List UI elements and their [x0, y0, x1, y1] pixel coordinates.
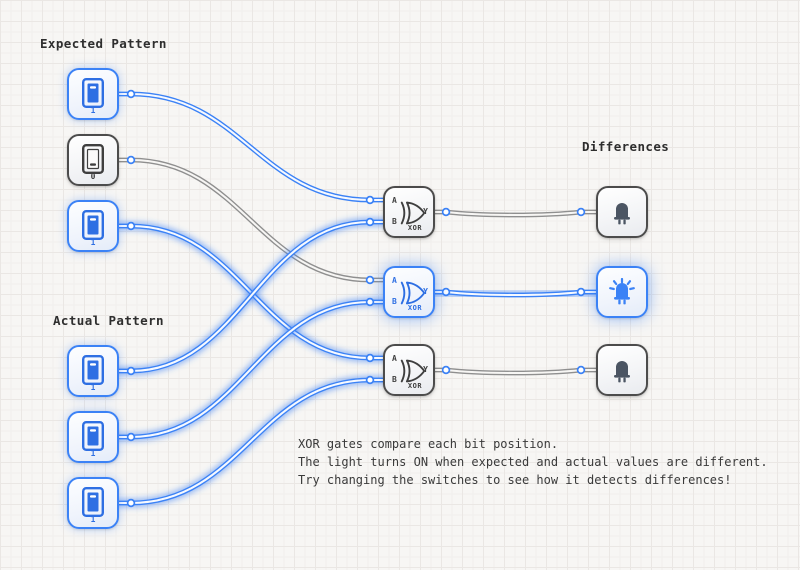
switch-expected-2[interactable]: 0 — [67, 134, 119, 186]
wire[interactable] — [114, 217, 388, 376]
xor-gate-icon — [400, 359, 426, 383]
xor-gate-3[interactable]: A B Y XOR — [383, 344, 435, 396]
wire[interactable] — [116, 219, 386, 374]
wire[interactable] — [432, 367, 599, 376]
wire[interactable] — [433, 210, 598, 217]
led-icon — [614, 361, 630, 383]
toggle-switch-icon — [82, 144, 104, 174]
led-difference-3[interactable] — [596, 344, 648, 396]
wire[interactable] — [116, 91, 386, 203]
gate-type-label: XOR — [407, 224, 423, 232]
switch-value: 0 — [90, 172, 96, 181]
port[interactable] — [365, 195, 375, 205]
switch-actual-3[interactable]: 1 — [67, 477, 119, 529]
switch-value: 1 — [90, 238, 96, 247]
gate-type-label: XOR — [407, 382, 423, 390]
gate-type-label: XOR — [407, 304, 423, 312]
wire[interactable] — [430, 287, 601, 300]
port[interactable] — [365, 217, 375, 227]
wire[interactable] — [116, 157, 386, 283]
wire[interactable] — [117, 92, 385, 202]
switch-expected-3[interactable]: 1 — [67, 200, 119, 252]
port[interactable] — [441, 365, 451, 375]
gate-input-b-label: B — [392, 217, 397, 226]
switch-value: 1 — [90, 449, 96, 458]
gate-input-a-label: A — [392, 354, 397, 363]
port[interactable] — [126, 366, 136, 376]
xor-gate-icon — [400, 281, 426, 305]
toggle-switch-icon — [82, 78, 104, 108]
wire[interactable] — [432, 289, 599, 298]
wire[interactable] — [116, 223, 386, 361]
port[interactable] — [441, 207, 451, 217]
switch-actual-1[interactable]: 1 — [67, 345, 119, 397]
gate-input-a-label: A — [392, 276, 397, 285]
gate-input-b-label: B — [392, 375, 397, 384]
toggle-switch-icon — [82, 210, 104, 240]
port[interactable] — [441, 287, 451, 297]
port[interactable] — [126, 155, 136, 165]
switch-value: 1 — [90, 106, 96, 115]
led-difference-1[interactable] — [596, 186, 648, 238]
led-difference-2[interactable] — [596, 266, 648, 318]
port[interactable] — [126, 432, 136, 442]
port[interactable] — [365, 353, 375, 363]
wire[interactable] — [117, 158, 385, 282]
switch-value: 1 — [90, 383, 96, 392]
gate-input-a-label: A — [392, 196, 397, 205]
port[interactable] — [365, 297, 375, 307]
port[interactable] — [576, 365, 586, 375]
wire[interactable] — [432, 209, 599, 218]
caption-text: XOR gates compare each bit position. The… — [298, 437, 768, 487]
led-lit-icon — [609, 278, 635, 305]
xor-gate-icon — [400, 201, 426, 225]
port[interactable] — [126, 89, 136, 99]
switch-expected-1[interactable]: 1 — [67, 68, 119, 120]
differences-label: Differences — [582, 139, 670, 154]
toggle-switch-icon — [82, 487, 104, 517]
port[interactable] — [365, 275, 375, 285]
expected-pattern-label: Expected Pattern — [40, 36, 167, 51]
port[interactable] — [126, 498, 136, 508]
xor-gate-2[interactable]: A B Y XOR — [383, 266, 435, 318]
wire[interactable] — [117, 220, 385, 373]
led-icon — [614, 203, 630, 225]
port[interactable] — [576, 287, 586, 297]
switch-value: 1 — [90, 515, 96, 524]
wire[interactable] — [433, 290, 598, 297]
wire[interactable] — [117, 224, 385, 360]
toggle-switch-icon — [82, 421, 104, 451]
port[interactable] — [126, 221, 136, 231]
wire[interactable] — [114, 221, 388, 363]
gate-output-y-label: Y — [423, 207, 428, 216]
port[interactable] — [365, 375, 375, 385]
gate-output-y-label: Y — [423, 365, 428, 374]
actual-pattern-label: Actual Pattern — [53, 313, 164, 328]
wire[interactable] — [433, 368, 598, 375]
gate-output-y-label: Y — [423, 287, 428, 296]
xor-gate-1[interactable]: A B Y XOR — [383, 186, 435, 238]
gate-input-b-label: B — [392, 297, 397, 306]
port[interactable] — [576, 207, 586, 217]
switch-actual-2[interactable]: 1 — [67, 411, 119, 463]
toggle-switch-icon — [82, 355, 104, 385]
